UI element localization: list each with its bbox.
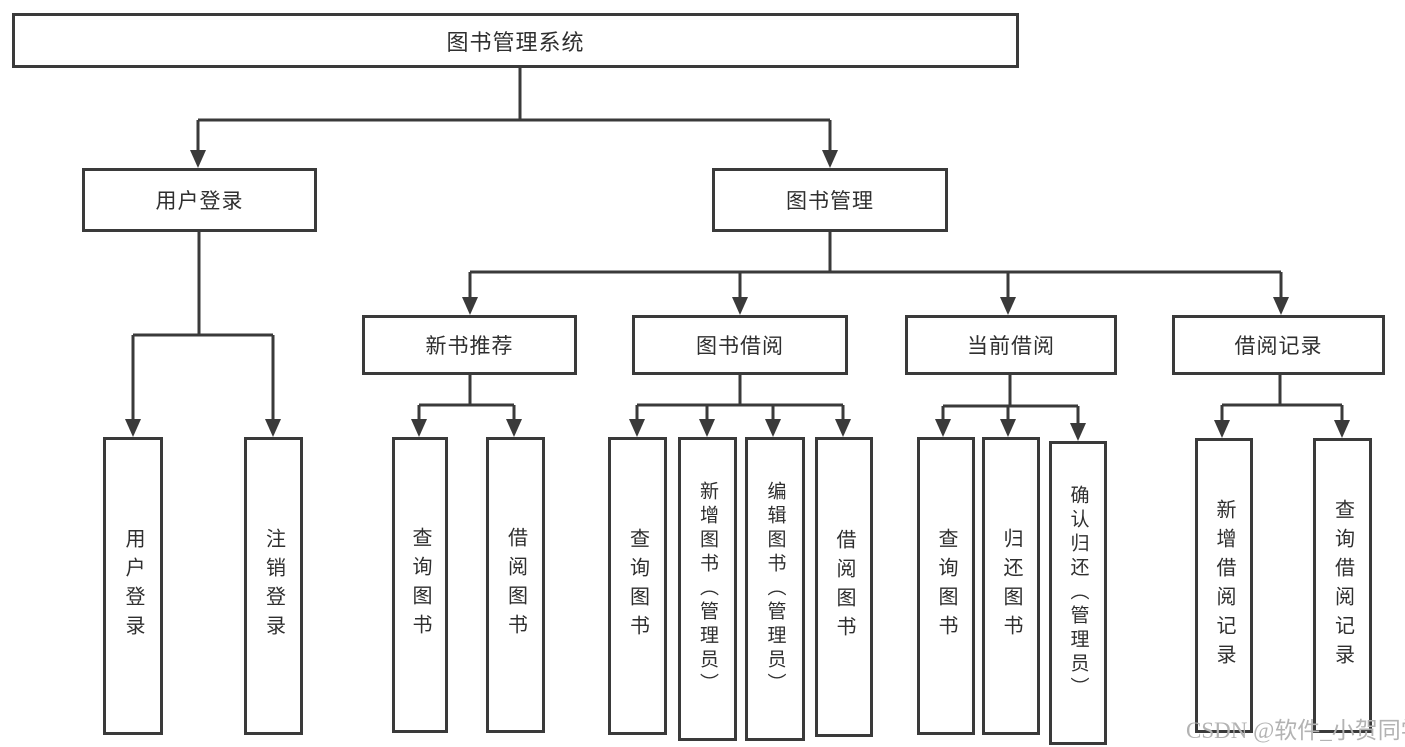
node-label: 借阅图书 — [833, 529, 855, 645]
node-label: 用户登录 — [122, 528, 144, 644]
node-label: 当前借阅 — [967, 335, 1055, 358]
node-borrowing-records: 借阅记录 — [1172, 315, 1385, 375]
node-new-book-recommend: 新书推荐 — [362, 315, 577, 375]
node-bb-edit-books-admin: 编辑图书（管理员） — [745, 437, 805, 741]
csdn-watermark: CSDN @软件_小贺同学 — [1186, 718, 1405, 743]
node-cb-query-books: 查询图书 — [917, 437, 975, 735]
node-cb-return-books: 归还图书 — [982, 437, 1040, 735]
node-label: 查询图书 — [626, 528, 649, 644]
node-label: 确认归还（管理员） — [1067, 485, 1089, 701]
node-label: 查询借阅记录 — [1331, 498, 1354, 673]
node-bb-borrow-books: 借阅图书 — [815, 437, 873, 737]
node-logout: 注销登录 — [244, 437, 303, 735]
node-label: 新增借阅记录 — [1213, 498, 1235, 673]
node-bb-add-books-admin: 新增图书（管理员） — [678, 437, 737, 741]
node-book-management: 图书管理 — [712, 168, 948, 232]
node-label: 归还图书 — [1000, 528, 1022, 644]
node-current-borrowing: 当前借阅 — [905, 315, 1117, 375]
node-br-add-record: 新增借阅记录 — [1195, 438, 1253, 733]
node-label: 借阅记录 — [1234, 335, 1323, 358]
node-label: 图书管理系统 — [446, 29, 585, 55]
node-label: 借阅图书 — [504, 527, 527, 643]
node-label: 注销登录 — [262, 528, 285, 644]
node-bb-query-books: 查询图书 — [608, 437, 667, 735]
arrowheads — [125, 150, 1350, 441]
node-nbr-query-books: 查询图书 — [392, 437, 448, 733]
node-nbr-borrow-books: 借阅图书 — [486, 437, 545, 733]
node-library-management-system: 图书管理系统 — [12, 13, 1019, 68]
node-user-login-branch: 用户登录 — [82, 168, 317, 232]
node-book-borrowing: 图书借阅 — [632, 315, 848, 375]
node-label: 查询图书 — [935, 528, 957, 644]
node-label: 新增图书（管理员） — [697, 481, 718, 697]
node-label: 新书推荐 — [425, 335, 514, 358]
node-cb-confirm-return-admin: 确认归还（管理员） — [1049, 441, 1107, 745]
node-label: 图书管理 — [786, 190, 874, 213]
node-label: 用户登录 — [155, 190, 244, 213]
node-br-query-record: 查询借阅记录 — [1313, 438, 1372, 733]
node-label: 编辑图书（管理员） — [764, 481, 786, 697]
node-label: 查询图书 — [409, 527, 431, 643]
node-user-login: 用户登录 — [103, 437, 163, 735]
node-label: 图书借阅 — [696, 335, 784, 358]
